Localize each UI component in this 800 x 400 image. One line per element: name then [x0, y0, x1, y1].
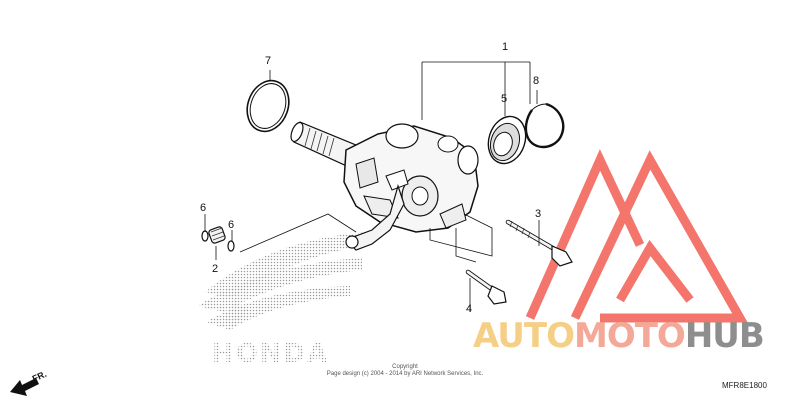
washer-6-right[interactable]	[227, 240, 235, 252]
copyright-notice: Copyright Page design (c) 2004 - 2014 by…	[300, 364, 510, 378]
callout-8: 8	[533, 75, 539, 87]
leader-lines	[204, 61, 540, 312]
honda-wing-logo	[198, 232, 372, 330]
front-direction-label: FR.	[31, 369, 48, 384]
callout-1: 1	[502, 41, 508, 53]
watermark-moto: MOTO	[573, 316, 686, 356]
callout-6-right: 6	[228, 219, 234, 231]
bearing-5[interactable]	[482, 112, 531, 169]
watermark-triangle	[525, 149, 748, 323]
front-arrow-icon	[10, 378, 39, 396]
callout-3: 3	[535, 208, 541, 220]
callout-6-left: 6	[200, 202, 206, 214]
bolt-3[interactable]	[505, 219, 573, 267]
watermark-wordmark: AUTOMOTOHUB	[473, 316, 765, 356]
bolt-4[interactable]	[465, 269, 507, 305]
copyright-line-1: Copyright	[392, 364, 418, 370]
joint-2[interactable]	[208, 226, 226, 244]
callout-7: 7	[265, 55, 271, 67]
circlip-8[interactable]	[524, 102, 565, 149]
final-gear-case[interactable]	[343, 123, 479, 233]
washer-6-left[interactable]	[201, 230, 209, 242]
watermark-auto: AUTO	[473, 316, 575, 356]
honda-wordmark: HONDA	[212, 339, 329, 369]
snap-ring-7[interactable]	[240, 75, 295, 138]
callout-2: 2	[212, 263, 218, 275]
breather-tube[interactable]	[345, 183, 405, 251]
callout-5: 5	[501, 93, 507, 105]
callout-4: 4	[466, 303, 472, 315]
copyright-line-2: Page design (c) 2004 - 2014 by ARI Netwo…	[326, 371, 484, 377]
watermark-hub: HUB	[684, 316, 765, 356]
figure-code: MFR8E1800	[722, 381, 767, 390]
